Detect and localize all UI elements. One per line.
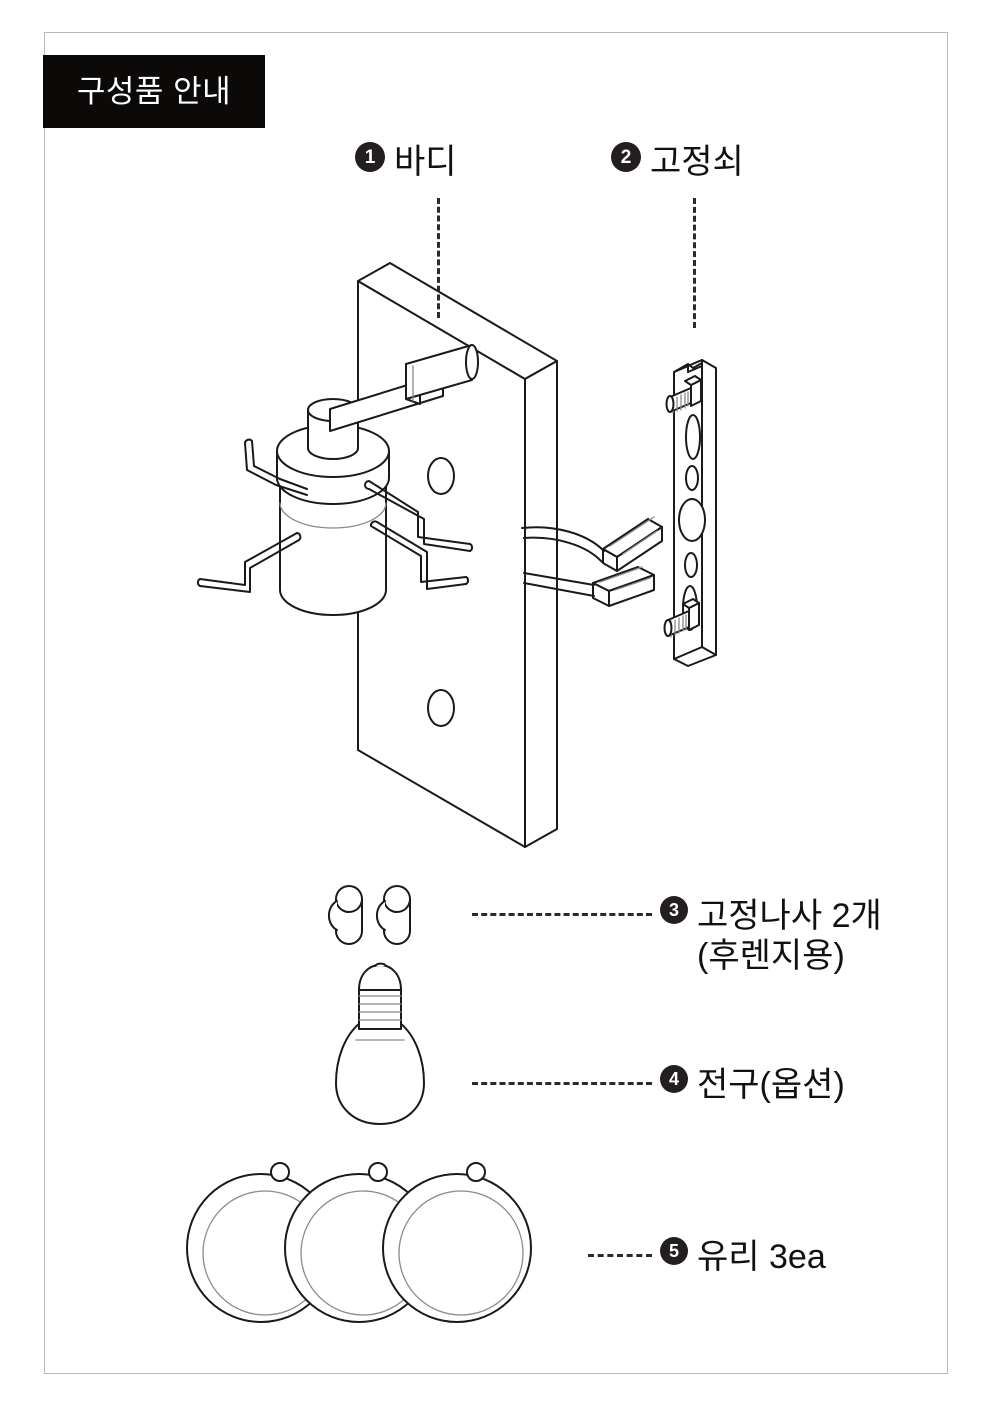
part-label-5: 유리 3ea <box>697 1238 826 1276</box>
part-badge-2: 2 <box>611 142 641 172</box>
part-badge-1: 1 <box>355 142 385 172</box>
leader-line-part-2 <box>693 198 696 328</box>
part-label-2: 고정쇠 <box>650 143 744 181</box>
leader-line-part-1 <box>437 198 440 318</box>
leader-line-part-3 <box>472 913 652 916</box>
callout-part-2: 2 고정쇠 <box>611 142 744 182</box>
callout-part-1: 1 바디 <box>355 142 457 182</box>
section-banner: 구성품 안내 <box>43 55 265 128</box>
callout-part-3: 3 고정나사 2개 (후렌지용) <box>660 896 882 976</box>
part-label-1: 바디 <box>394 143 457 181</box>
part-label-4: 전구(옵션) <box>697 1066 845 1104</box>
page-frame <box>44 32 948 1374</box>
part-badge-4: 4 <box>660 1065 688 1093</box>
callout-part-5: 5 유리 3ea <box>660 1237 826 1277</box>
part-badge-3: 3 <box>660 896 688 924</box>
leader-line-part-5 <box>588 1254 652 1257</box>
banner-title: 구성품 안내 <box>76 74 232 109</box>
leader-line-part-4 <box>472 1082 652 1085</box>
callout-part-4: 4 전구(옵션) <box>660 1065 845 1105</box>
part-label-3: 고정나사 2개 (후렌지용) <box>697 897 882 976</box>
part-badge-5: 5 <box>660 1237 688 1265</box>
